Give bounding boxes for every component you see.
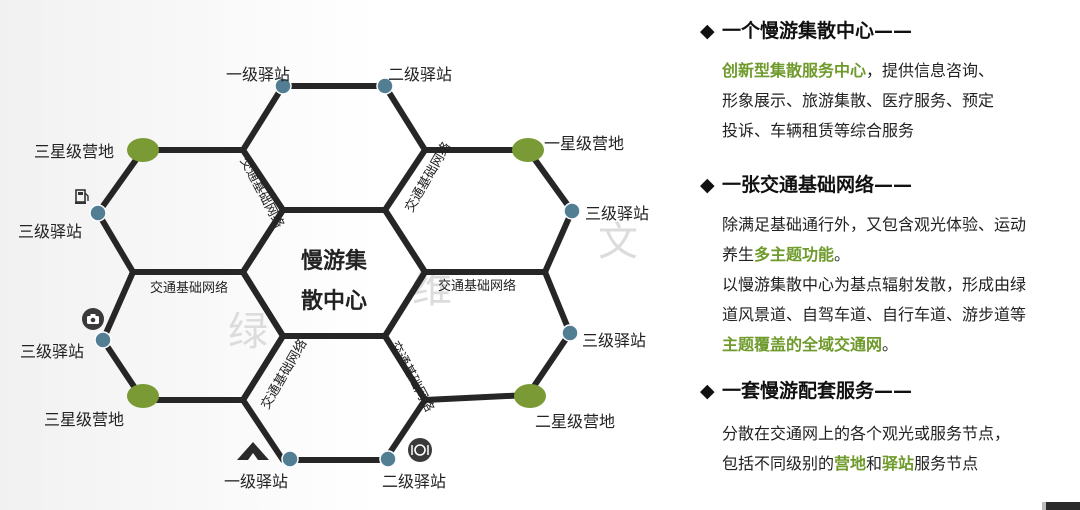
section-body-1: 创新型集散服务中心，提供信息咨询、形象展示、旅游集散、医疗服务、预定投诉、车辆租… [722, 56, 994, 146]
bullet-icon: ◆ [700, 380, 715, 402]
label-left-camp-top: 三星级营地 [34, 142, 114, 161]
highlight-text: 营地 [834, 454, 867, 473]
label-right-station-lower: 三级驿站 [582, 331, 646, 350]
node-right-camp-bottom [514, 384, 546, 408]
road-label-diag-lr: 交通基础网络 [386, 338, 437, 414]
center-label-line2: 散中心 [301, 289, 367, 314]
body-text: ，提供信息咨询、 [866, 61, 995, 80]
section-line: 形象展示、旅游集散、医疗服务、预定 [722, 86, 994, 116]
highlight-text: 创新型集散服务中心 [722, 61, 867, 80]
body-text: 服务节点 [914, 454, 979, 473]
body-text: 道风景道、自驾车道、自行车道、游步道等 [722, 305, 1027, 324]
watermark-char-1: 绿 [228, 309, 268, 354]
section-body-2: 除满足基础通行外，又包含观光体验、运动养生多主题功能。以慢游集散中心为基点辐射发… [722, 210, 1026, 360]
corner-accent [1046, 502, 1080, 510]
body-text: 包括不同级别的 [722, 454, 835, 473]
node-left-camp-bottom [127, 384, 159, 408]
body-text: 除满足基础通行外，又包含观光体验、运动 [722, 215, 1027, 234]
node-left-station-upper [89, 204, 107, 222]
section-line: 包括不同级别的营地和驿站服务节点 [722, 449, 1010, 479]
body-text: 养生 [722, 245, 755, 264]
section-line: 投诉、车辆租赁等综合服务 [722, 116, 994, 146]
dining-icon [408, 438, 432, 462]
camera-icon [82, 308, 104, 330]
label-bottom-left-station: 一级驿站 [224, 472, 288, 491]
road-label-diag-ul: 交通基础网络 [236, 154, 287, 230]
hexagon-network-diagram: 绿 维 文 旅 慢游集 散中心 交通基础网络 交通基础网络 交通基础网络 交通基… [18, 65, 649, 491]
body-text: 形象展示、旅游集散、医疗服务、预定 [722, 91, 995, 110]
label-top-left-station: 一级驿站 [226, 65, 290, 84]
label-top-right-station: 二级驿站 [388, 65, 452, 84]
node-bottom-right-station [379, 450, 397, 468]
body-text: 以慢游集散中心为基点辐射发散，形成由绿 [722, 275, 1027, 294]
label-right-camp-bottom: 二星级营地 [535, 412, 615, 431]
bullet-icon: ◆ [700, 20, 715, 42]
body-text: 。 [834, 245, 851, 264]
description-panel: ◆一个慢游集散中心—— 创新型集散服务中心，提供信息咨询、形象展示、旅游集散、医… [690, 0, 1080, 510]
label-left-station-upper: 三级驿站 [18, 222, 82, 241]
node-left-camp-top [127, 138, 159, 162]
node-bottom-left-station [281, 450, 299, 468]
body-text: 分散在交通网上的各个观光或服务节点， [722, 424, 1011, 443]
highlight-text: 驿站 [882, 454, 915, 473]
label-left-camp-bottom: 三星级营地 [44, 410, 124, 429]
bullet-icon: ◆ [700, 174, 715, 196]
section-line: 创新型集散服务中心，提供信息咨询、 [722, 56, 994, 86]
section-line: 分散在交通网上的各个观光或服务节点， [722, 419, 1010, 449]
watermark-char-3: 文 [598, 219, 638, 264]
node-right-station-upper [563, 202, 581, 220]
node-top-left-station [274, 77, 292, 95]
label-bottom-right-station: 二级驿站 [382, 472, 446, 491]
section-line: 主题覆盖的全域交通网。 [722, 330, 1026, 360]
node-left-station-lower [94, 331, 112, 349]
section-title-3: ◆一套慢游配套服务—— [700, 380, 913, 402]
road-label-left: 交通基础网络 [150, 280, 228, 296]
body-text: 和 [866, 454, 883, 473]
label-right-camp-top: 一星级营地 [544, 134, 624, 153]
label-right-station-upper: 三级驿站 [585, 204, 649, 223]
highlight-text: 主题覆盖的全域交通网 [722, 335, 883, 354]
section-line: 道风景道、自驾车道、自行车道、游步道等 [722, 300, 1026, 330]
tent-icon [237, 442, 269, 460]
corner-accent-gray [1042, 502, 1046, 510]
section-line: 除满足基础通行外，又包含观光体验、运动 [722, 210, 1026, 240]
fuel-pump-icon [75, 189, 89, 204]
body-text: 。 [882, 335, 899, 354]
label-left-station-lower: 三级驿站 [20, 342, 84, 361]
body-text: 投诉、车辆租赁等综合服务 [722, 121, 915, 140]
highlight-text: 多主题功能 [754, 245, 835, 264]
section-line: 养生多主题功能。 [722, 240, 1026, 270]
section-title-1: ◆一个慢游集散中心—— [700, 20, 913, 42]
node-right-camp-top [512, 138, 544, 162]
section-body-3: 分散在交通网上的各个观光或服务节点， 包括不同级别的营地和驿站服务节点 [722, 419, 1010, 479]
section-line: 以慢游集散中心为基点辐射发散，形成由绿 [722, 270, 1026, 300]
node-top-right-station [376, 77, 394, 95]
center-label-line1: 慢游集 [301, 248, 368, 274]
road-label-right: 交通基础网络 [438, 278, 516, 294]
section-title-2: ◆一张交通基础网络—— [700, 174, 913, 196]
node-right-station-lower [561, 324, 579, 342]
